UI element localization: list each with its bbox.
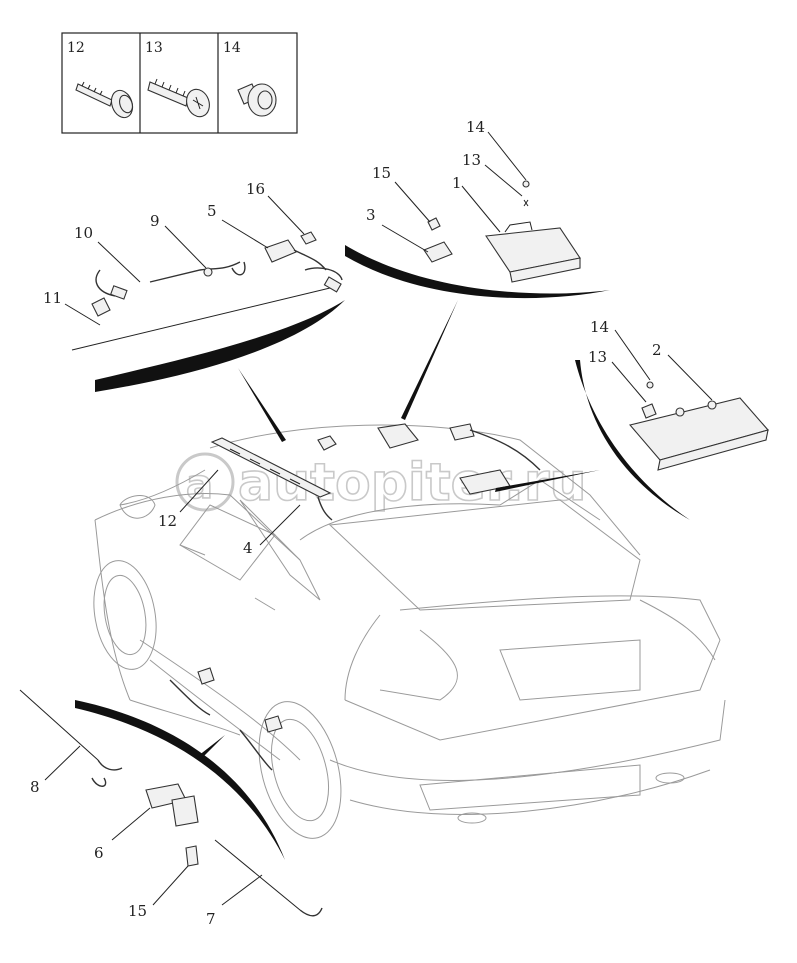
bulb-15-top <box>427 217 441 231</box>
callout-13-top: 13 <box>462 151 481 169</box>
callout-8: 8 <box>30 778 40 796</box>
inset-label-12: 12 <box>67 40 85 56</box>
tapping-screw-icon <box>147 78 210 118</box>
dome-lamp-group <box>423 180 581 283</box>
reading-lamp-group <box>629 381 769 471</box>
callout-13-right: 13 <box>588 348 607 366</box>
bulb-holder-3 <box>423 241 453 263</box>
callout-numbers: 1 2 3 4 5 6 7 8 9 10 11 12 13 13 14 14 1… <box>30 118 662 928</box>
plastic-clip-icon <box>237 83 277 117</box>
callout-4: 4 <box>243 539 253 557</box>
roof-parts <box>210 423 541 521</box>
callout-3: 3 <box>366 206 376 224</box>
callout-2: 2 <box>652 341 662 359</box>
bulb-15-lower <box>185 845 199 867</box>
inset-label-13: 13 <box>145 40 163 56</box>
lower-harness-group <box>19 667 323 917</box>
harness-group <box>71 231 343 351</box>
harness-connector-11 <box>91 297 111 317</box>
roof-lamp-front <box>317 435 337 451</box>
callout-14-top: 14 <box>466 118 485 136</box>
callout-7: 7 <box>206 910 216 928</box>
callout-6: 6 <box>94 844 104 862</box>
callout-11: 11 <box>43 289 62 307</box>
leader-lines <box>44 131 713 906</box>
lamp-socket-5 <box>264 239 297 263</box>
vehicle-outline <box>93 424 726 839</box>
callout-1: 1 <box>452 174 462 192</box>
callout-14-right: 14 <box>590 318 609 336</box>
door-switch-rear <box>264 715 283 733</box>
roof-lamp-rear <box>449 423 475 441</box>
callout-9: 9 <box>150 212 160 230</box>
callout-10: 10 <box>74 224 93 242</box>
callout-12: 12 <box>158 512 177 530</box>
roof-bracket <box>210 437 332 498</box>
callout-16: 16 <box>246 180 265 198</box>
callout-5: 5 <box>207 202 217 220</box>
flange-bolt-icon <box>75 81 134 119</box>
callout-15-top: 15 <box>372 164 391 182</box>
roof-lamp-center <box>377 423 419 449</box>
section-dividers <box>75 245 690 860</box>
door-switch-front <box>197 667 215 685</box>
inset-label-14: 14 <box>223 40 241 56</box>
bulb-16 <box>300 231 317 245</box>
callout-15-bottom: 15 <box>128 902 147 920</box>
fastener-inset: 12 13 14 <box>61 32 298 134</box>
